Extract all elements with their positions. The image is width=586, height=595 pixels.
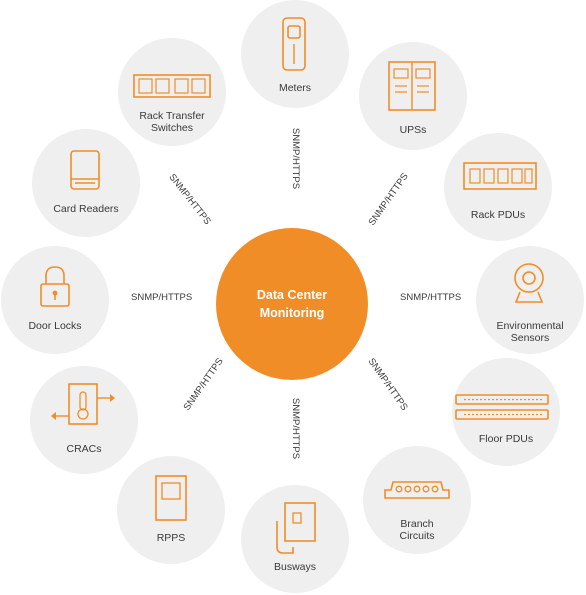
node-rack-pdus: Rack PDUs <box>444 133 552 241</box>
busway-icon <box>276 502 316 554</box>
meter-icon <box>282 17 306 71</box>
node-upss: UPSs <box>359 42 467 150</box>
protocol-label-door-locks: SNMP/HTTPS <box>131 292 193 303</box>
node-label-line2: Circuits <box>399 530 435 542</box>
node-cracs: CRACs <box>30 366 138 474</box>
node-card-readers: Card Readers <box>32 129 140 237</box>
node-label-line1: CRACs <box>66 443 102 455</box>
node-label-line1: Rack Transfer <box>139 110 205 122</box>
node-label: Rack Transfer Switches <box>118 110 226 134</box>
node-label: Meters <box>241 82 349 94</box>
node-label-line1: UPSs <box>399 124 427 136</box>
node-label-line1: Environmental <box>496 320 564 332</box>
node-rack-transfer-switches: Rack Transfer Switches <box>118 38 226 146</box>
protocol-label-ups: SNMP/HTTPS <box>366 171 411 228</box>
node-label-line2: Switches <box>150 122 193 134</box>
node-busways: Busways <box>241 485 349 593</box>
node-label-line1: Rack PDUs <box>470 209 526 221</box>
protocol-label-card-readers: SNMP/HTTPS <box>166 171 213 228</box>
protocol-label-meters: SNMP/HTTPS <box>290 127 302 190</box>
camera-sensor-icon <box>514 263 544 303</box>
protocol-label-busways: SNMP/HTTPS <box>290 397 302 460</box>
data-center-monitoring-hub: Data Center Monitoring <box>216 228 368 380</box>
node-branch-circuits: Branch Circuits <box>363 446 471 554</box>
node-label: UPSs <box>359 124 467 136</box>
rack-pdu-icon <box>463 162 537 190</box>
node-label-line1: Floor PDUs <box>478 433 534 445</box>
node-door-locks: Door Locks <box>1 246 109 354</box>
ups-icon <box>388 61 436 111</box>
node-label: CRACs <box>30 443 138 455</box>
center-title-line2: Monitoring <box>259 306 325 320</box>
thermometer-icon <box>51 383 115 425</box>
card-reader-icon <box>70 150 100 190</box>
node-environmental-sensors: Environmental Sensors <box>476 246 584 354</box>
center-title-line1: Data Center <box>256 288 328 302</box>
floor-pdu-icon <box>455 394 549 420</box>
node-label-line1: Branch <box>400 518 434 530</box>
node-label: RPPS <box>117 532 225 544</box>
branch-circuit-icon <box>384 481 450 499</box>
node-rpps: RPPS <box>117 456 225 564</box>
node-label-line1: Card Readers <box>53 203 119 215</box>
node-label: Environmental Sensors <box>476 320 584 344</box>
node-label: Busways <box>241 561 349 573</box>
node-label-line1: Busways <box>273 561 316 573</box>
protocol-label-crac: SNMP/HTTPS <box>181 356 226 413</box>
node-label: Door Locks <box>1 320 109 332</box>
transfer-switch-icon <box>133 74 211 98</box>
rpp-icon <box>155 475 187 521</box>
node-floor-pdus: Floor PDUs <box>452 358 560 466</box>
protocol-label-environmental: SNMP/HTTPS <box>400 292 462 303</box>
node-label: Branch Circuits <box>363 518 471 542</box>
protocol-label-floor-pdus: SNMP/HTTPS <box>365 356 410 413</box>
node-label-line2: Sensors <box>510 332 550 344</box>
node-meters: Meters <box>241 0 349 108</box>
node-label-line1: RPPS <box>156 532 186 544</box>
node-label: Card Readers <box>32 203 140 215</box>
node-label-line1: Meters <box>278 82 312 94</box>
node-label: Floor PDUs <box>452 433 560 445</box>
node-label-line1: Door Locks <box>28 320 82 332</box>
center-title: Data Center Monitoring <box>232 286 352 322</box>
lock-icon <box>40 266 70 307</box>
node-label: Rack PDUs <box>444 209 552 221</box>
